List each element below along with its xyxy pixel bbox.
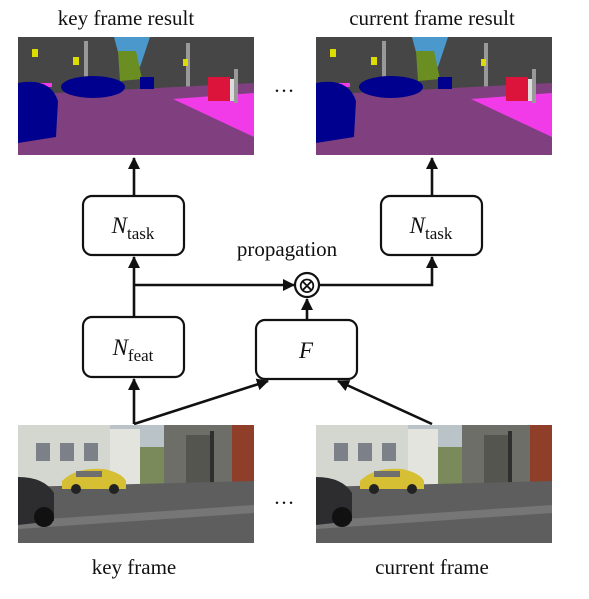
current-frame-caption: current frame	[375, 555, 489, 579]
flow-network-node: F	[254, 318, 359, 381]
svg-text:Ntask: Ntask	[111, 213, 155, 243]
propagation-label: propagation	[237, 237, 338, 261]
ntask-right-subscript: task	[425, 224, 453, 243]
ntask-right-node: Ntask	[379, 194, 484, 257]
ntask-left-node: Ntask	[81, 194, 186, 257]
nfeat-node: Nfeat	[81, 315, 186, 379]
current-frame-image	[316, 425, 552, 543]
key-frame-caption: key frame	[92, 555, 177, 579]
key-frame-result-image	[18, 37, 254, 155]
key-frame-result-caption: key frame result	[58, 6, 195, 30]
arrow-current-frame-to-flow	[337, 379, 433, 426]
ntask-left-symbol: N	[111, 213, 129, 238]
ntask-left-subscript: task	[127, 224, 155, 243]
flow-network-label: F	[298, 338, 314, 363]
combine-symbol: ⊗	[297, 273, 316, 298]
key-frame-image	[18, 425, 254, 543]
current-frame-result-caption: current frame result	[349, 6, 515, 30]
bottom-ellipsis: …	[274, 485, 295, 509]
combine-operator-node: ⊗	[293, 271, 321, 299]
arrow-combine-to-ntask-right	[320, 256, 438, 287]
current-frame-result-image	[316, 37, 552, 155]
nfeat-symbol: N	[112, 335, 130, 360]
top-ellipsis: …	[274, 73, 295, 97]
nfeat-subscript: feat	[128, 346, 154, 365]
svg-text:Ntask: Ntask	[409, 213, 453, 243]
svg-text:Nfeat: Nfeat	[112, 335, 154, 365]
arrow-key-frame-to-flow	[133, 378, 269, 426]
ntask-right-symbol: N	[409, 213, 427, 238]
